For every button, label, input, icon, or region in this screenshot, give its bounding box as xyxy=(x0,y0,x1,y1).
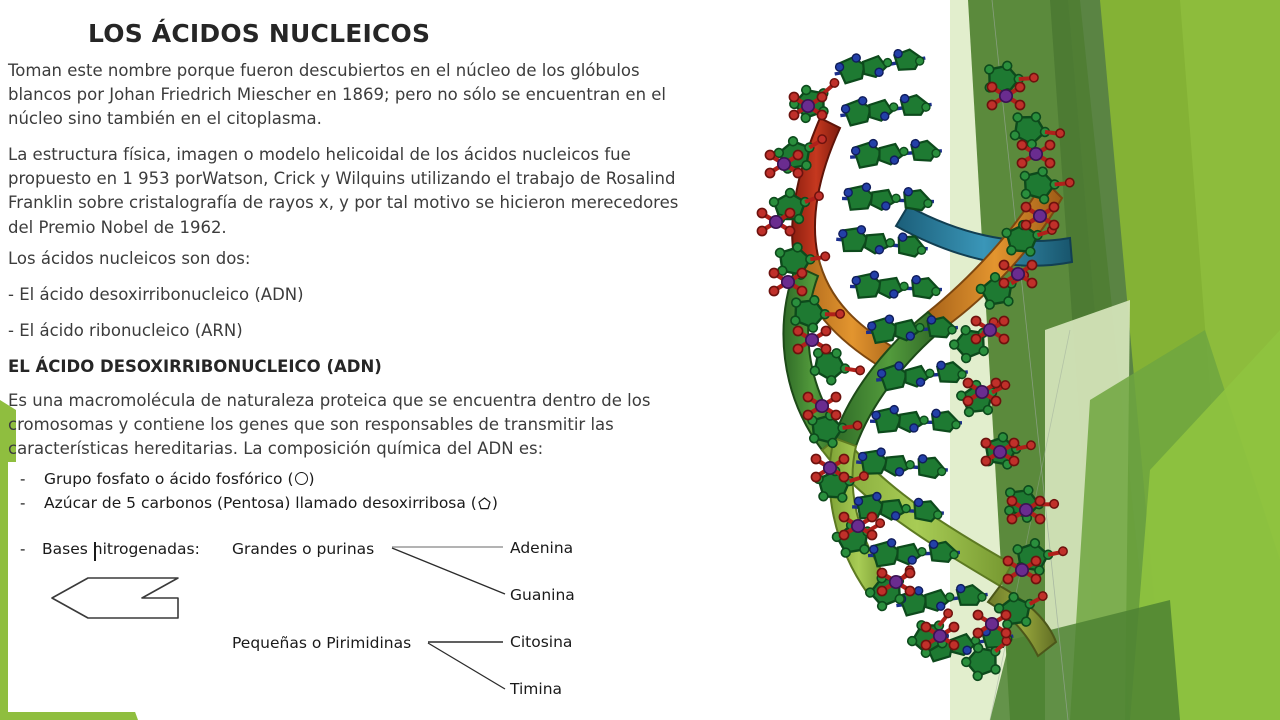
paragraph-structure: La estructura física, imagen o modelo he… xyxy=(8,145,679,237)
subheading-adn: EL ÁCIDO DESOXIRRIBONUCLEICO (ADN) xyxy=(8,357,382,376)
paragraph-two-types: Los ácidos nucleicos son dos: xyxy=(8,249,251,268)
group-label-pirimidinas: Pequeñas o Pirimidinas xyxy=(232,634,412,652)
list-item-arn: - El ácido ribonucleico (ARN) xyxy=(8,321,243,340)
base-label-adenina: Adenina xyxy=(510,539,574,557)
group-label-purinas: Grandes o purinas xyxy=(232,540,375,558)
dna-double-helix-image xyxy=(700,0,1120,720)
inset-dash-2: - xyxy=(20,494,26,512)
hairline-2 xyxy=(989,329,1071,720)
line-purinas-to-guanina xyxy=(391,547,506,595)
background-green-shapes xyxy=(950,0,1280,720)
line-pirimidinas-to-timina xyxy=(427,642,506,690)
page-title: LOS ÁCIDOS NUCLEICOS xyxy=(88,19,431,48)
base-label-timina: Timina xyxy=(510,680,563,698)
base-label-guanina: Guanina xyxy=(510,586,575,604)
paragraph-adn-definition: Es una macromolécula de naturaleza prote… xyxy=(8,391,651,459)
inset-item-fosfato-text: Grupo fosfato o ácido fosfórico ( xyxy=(44,470,294,488)
inset-item-fosfato-close: ) xyxy=(308,470,315,488)
pentagon-glyph-icon xyxy=(478,496,491,514)
inset-item-bases: Bases nitrogenadas: xyxy=(42,540,200,558)
left-arrow-outline-shape xyxy=(51,577,179,619)
base-label-citosina: Citosina xyxy=(510,633,573,651)
slide-text-column: LOS ÁCIDOS NUCLEICOS Toman este nombre p… xyxy=(8,19,679,712)
inset-item-azucar-close: ) xyxy=(491,494,498,512)
inset-dash-1: - xyxy=(20,470,26,488)
text-cursor-caret xyxy=(94,542,96,561)
inserted-composition-image: - - - Grupo fosfato o ácido fosfórico ()… xyxy=(8,462,613,712)
circle-glyph-icon xyxy=(294,472,308,485)
paragraph-origin: Toman este nombre porque fueron descubie… xyxy=(8,61,667,129)
hairline-1 xyxy=(991,0,1069,720)
inset-item-azucar: Azúcar de 5 carbonos (Pentosa) llamado d… xyxy=(44,494,498,514)
green-shape-deep-2 xyxy=(990,600,1180,720)
bases-tree-connector-lines xyxy=(391,546,506,690)
inset-item-azucar-text: Azúcar de 5 carbonos (Pentosa) llamado d… xyxy=(44,494,477,512)
inset-dash-3: - xyxy=(20,540,26,558)
inset-item-fosfato: Grupo fosfato o ácido fosfórico () xyxy=(44,470,315,488)
list-item-adn: - El ácido desoxirribonucleico (ADN) xyxy=(8,285,304,304)
